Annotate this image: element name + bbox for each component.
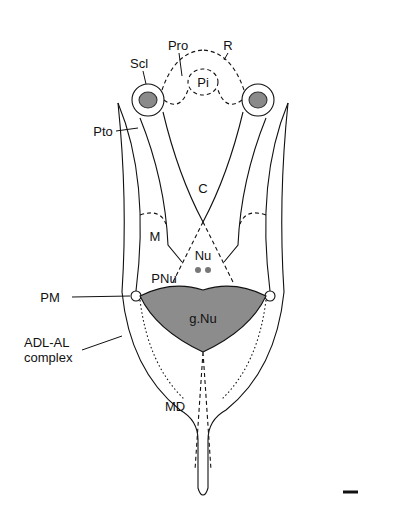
part-label: ADL-AL complex: [24, 335, 80, 365]
part-label: MD: [165, 399, 185, 414]
part-label: Pro: [168, 38, 188, 53]
part-label: Pto: [93, 124, 113, 139]
part-label: M: [150, 229, 161, 244]
part-label: Nu: [195, 248, 212, 263]
part-label: R: [223, 38, 232, 53]
part-label: Pi: [197, 75, 209, 90]
gland-region: g.Nu: [136, 278, 270, 356]
region-label: g.Nu: [189, 311, 216, 326]
part-label: PNu: [151, 271, 176, 286]
part-label: PM: [40, 290, 60, 305]
part-label: Scl: [130, 56, 148, 71]
part-label: C: [198, 181, 207, 196]
